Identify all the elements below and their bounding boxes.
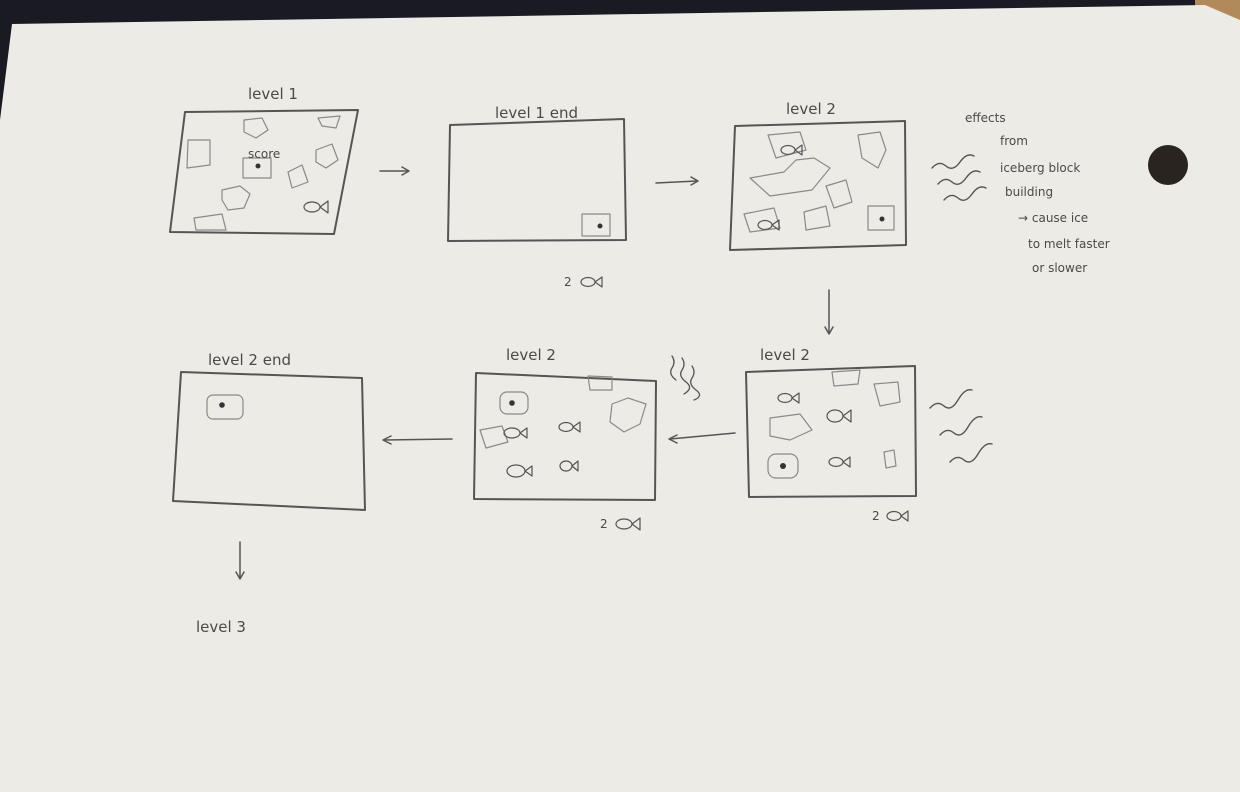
player-dot <box>597 223 603 229</box>
label-level-2-b: level 2 <box>506 346 556 364</box>
panel-level-2-b: level 2 2 <box>473 346 657 531</box>
label-level-2-a: level 2 <box>786 100 836 118</box>
frame-level-2-a <box>729 120 907 251</box>
player-tile <box>581 213 611 237</box>
fish-icon <box>757 219 780 231</box>
note-line: iceberg block <box>1000 161 1080 175</box>
note-line: from <box>1000 134 1028 148</box>
player-dot <box>509 400 515 406</box>
heat-waves <box>929 389 993 463</box>
ice-block <box>609 397 647 433</box>
ice-block <box>749 157 831 197</box>
ice-block <box>831 369 861 387</box>
player-dot <box>879 216 885 222</box>
paper-sheet <box>0 5 1240 792</box>
frame-level-1 <box>169 109 359 235</box>
frame-level-2-end <box>172 371 366 511</box>
ice-block <box>587 375 613 391</box>
fish-icon <box>886 510 909 522</box>
ice-block <box>743 207 781 233</box>
fish-icon <box>828 456 851 468</box>
fish-icon <box>503 427 528 439</box>
ice-block <box>767 131 807 159</box>
ice-block <box>193 213 227 231</box>
player-dot <box>780 463 786 469</box>
note-line: building <box>1005 185 1053 199</box>
next-level-label: level 3 <box>196 618 246 636</box>
arrow-head <box>401 166 410 176</box>
fish-icon <box>303 200 329 214</box>
heat-waves <box>931 154 987 201</box>
panel-level-1-end: level 1 end 2 <box>447 104 627 289</box>
player-tile <box>867 205 895 231</box>
note-line: or slower <box>1032 261 1087 275</box>
ice-block <box>186 139 211 169</box>
player-tile <box>499 391 529 415</box>
ice-block <box>287 164 309 189</box>
ice-block <box>243 117 269 139</box>
ice-block <box>317 115 341 129</box>
fish-icon <box>559 460 579 472</box>
ice-block <box>803 205 831 231</box>
label-level-2-end: level 2 end <box>208 351 291 369</box>
fish-count: 2 <box>564 275 572 289</box>
fish-icon <box>506 464 533 478</box>
fish-icon <box>558 421 581 433</box>
ice-block <box>221 185 251 211</box>
fish-icon <box>826 409 852 423</box>
frame-level-1-end <box>447 118 627 242</box>
ice-block <box>315 143 339 169</box>
ice-block <box>479 425 509 449</box>
player-tile <box>206 394 244 420</box>
note-line: effects <box>965 111 1006 125</box>
arrow-right <box>655 180 698 184</box>
arrow-head <box>690 176 699 186</box>
effects-note: effects from iceberg block building → ca… <box>965 111 1110 275</box>
fish-icon <box>580 276 603 288</box>
fish-icon <box>780 144 803 156</box>
ice-block <box>857 131 887 169</box>
frame-level-2-b <box>473 372 657 501</box>
fish-icon <box>777 392 800 404</box>
fish-icon <box>615 517 641 531</box>
player-tile <box>767 453 799 479</box>
player-dot <box>219 402 225 408</box>
label-level-2-c: level 2 <box>760 346 810 364</box>
note-line: to melt faster <box>1028 237 1110 251</box>
fish-count: 2 <box>600 517 608 531</box>
player-dot <box>255 163 261 169</box>
arrow-head <box>382 435 392 445</box>
arrow-head <box>235 571 245 580</box>
arrow-head <box>668 434 678 444</box>
fish-count: 2 <box>872 509 880 523</box>
panel-level-2-c: level 2 2 <box>745 346 917 523</box>
ice-block <box>825 179 853 209</box>
player-tile <box>242 157 272 179</box>
punch-hole <box>1148 145 1188 185</box>
panel-level-2-a: level 2 <box>729 100 907 251</box>
frame-level-2-c <box>745 365 917 498</box>
arrow-left <box>383 438 453 441</box>
heat-waves <box>670 355 701 401</box>
ice-block <box>873 381 901 407</box>
ice-block <box>883 449 897 469</box>
label-level-1: level 1 <box>248 85 298 103</box>
note-line: → cause ice <box>1018 211 1088 225</box>
panel-level-1: level 1 score <box>169 85 359 235</box>
arrow-head <box>824 326 834 335</box>
panel-level-2-end: level 2 end <box>172 351 366 511</box>
score-label: score <box>248 147 280 161</box>
ice-block <box>769 413 813 441</box>
arrow-left <box>669 432 736 440</box>
label-level-1-end: level 1 end <box>495 104 578 122</box>
